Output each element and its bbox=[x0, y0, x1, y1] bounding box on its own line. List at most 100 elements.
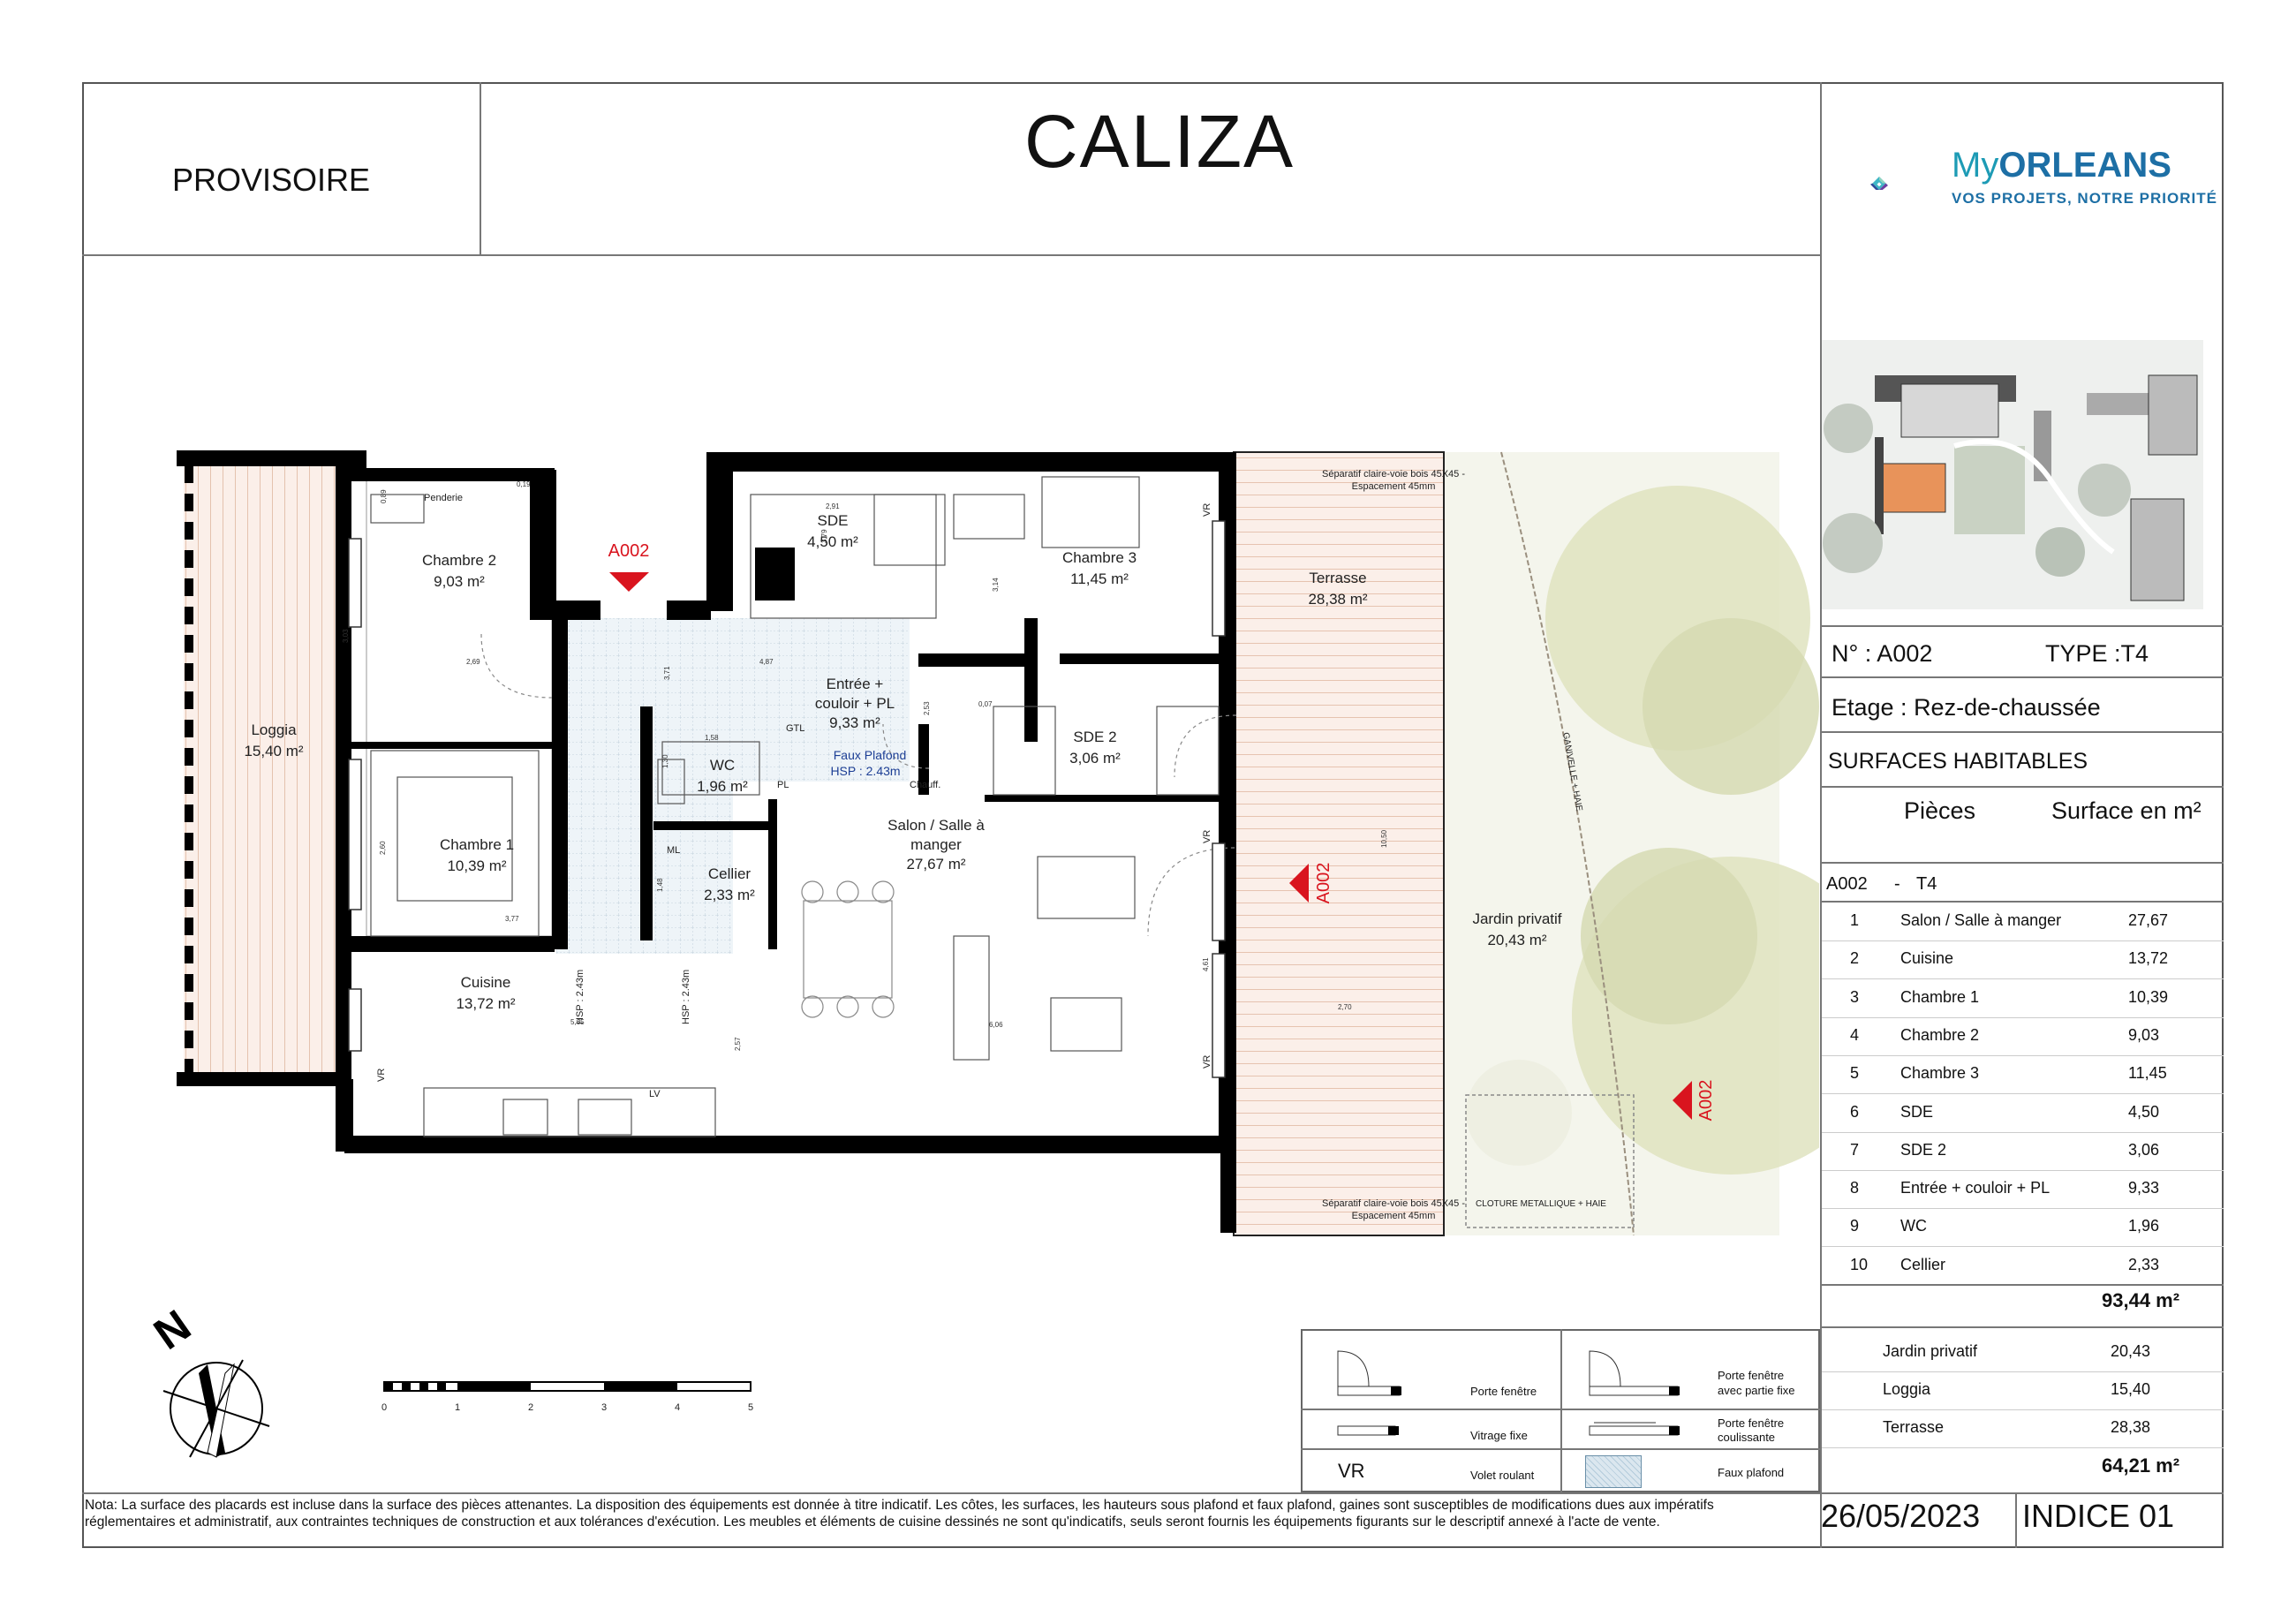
room-area: 1,96 m² bbox=[697, 778, 748, 795]
dimension-label: 2,57 bbox=[734, 1037, 742, 1051]
vr-label: VR bbox=[1202, 1055, 1212, 1069]
legend-divider bbox=[1560, 1329, 1562, 1492]
room-row-name: Chambre 3 bbox=[1900, 1064, 1980, 1083]
room-label: Jardin privatif bbox=[1472, 910, 1561, 927]
room-label: SDE bbox=[818, 512, 849, 529]
table-row-divider bbox=[1822, 1131, 2224, 1133]
section-marker-label: A002 bbox=[1314, 863, 1333, 904]
floor-plan: A002 A002 A002 Chambre 2 9,03 m² Chambre… bbox=[145, 450, 1819, 1458]
sidebar-line bbox=[1822, 862, 2224, 864]
legend-vr: VR bbox=[1338, 1460, 1365, 1482]
legend-vitrage-fixe: Vitrage fixe bbox=[1470, 1429, 1528, 1442]
lot-type-short: T4 bbox=[1916, 874, 1937, 894]
dimension-label: 4,61 bbox=[1202, 957, 1210, 971]
total-exterior: 64,21 m² bbox=[2102, 1454, 2180, 1477]
table-row-divider bbox=[1822, 940, 2224, 941]
dimension-label: 0,07 bbox=[978, 700, 993, 708]
room-label: Salon / Salle à bbox=[887, 817, 985, 834]
room-row-name: Chambre 1 bbox=[1900, 987, 1980, 1006]
col-area-header: Surface en m² bbox=[2051, 797, 2202, 824]
room-row-num: 2 bbox=[1850, 949, 1860, 968]
section-marker-label: A002 bbox=[608, 541, 650, 561]
sidebar-line bbox=[1822, 676, 2224, 678]
north-label: N bbox=[145, 1300, 200, 1359]
dimension-label: 0,19 bbox=[517, 480, 531, 488]
room-area: 2,33 m² bbox=[704, 887, 755, 903]
dimension-label: 1,30 bbox=[661, 754, 669, 768]
room-area: 4,50 m² bbox=[807, 533, 858, 550]
dimension-label: 3,77 bbox=[505, 915, 519, 923]
vitrage-fixe-icon bbox=[1337, 1425, 1399, 1436]
lv-label: LV bbox=[649, 1089, 661, 1099]
dimension-label: 0,89 bbox=[380, 489, 388, 503]
exterior-row-area: 20,43 bbox=[2111, 1342, 2151, 1360]
room-area: 20,43 m² bbox=[1487, 932, 1546, 948]
room-row-area: 13,72 bbox=[2128, 949, 2169, 968]
dimension-label: 5,65 bbox=[570, 1018, 585, 1026]
legend-divider bbox=[1301, 1448, 1820, 1450]
footer-divider bbox=[82, 1492, 2224, 1494]
hsp-label: HSP : 2.43m bbox=[830, 764, 900, 778]
room-row-num: 7 bbox=[1850, 1140, 1860, 1159]
brand-tagline: VOS PROJETS, NOTRE PRIORITÉ bbox=[1952, 190, 2217, 207]
section-markers bbox=[609, 572, 1692, 1120]
room-row-area: 9,03 bbox=[2128, 1025, 2160, 1044]
room-row-num: 9 bbox=[1850, 1217, 1860, 1235]
table-row-divider bbox=[1822, 1447, 2224, 1448]
table-row-divider bbox=[1822, 1016, 2224, 1018]
vr-label: VR bbox=[1202, 830, 1212, 843]
room-row-name: SDE 2 bbox=[1900, 1140, 1947, 1159]
legend-faux-plafond: Faux plafond bbox=[1718, 1466, 1785, 1479]
room-area: 9,03 m² bbox=[434, 573, 485, 590]
footer-date-divider bbox=[2015, 1492, 2017, 1548]
room-row-num: 3 bbox=[1850, 987, 1860, 1006]
hsp-vertical-label: HSP : 2.43m bbox=[575, 970, 585, 1024]
room-row-num: 8 bbox=[1850, 1179, 1860, 1197]
sheet-indice: INDICE 01 bbox=[2022, 1498, 2175, 1534]
lot-sep: - bbox=[1894, 874, 1900, 894]
room-row-name: SDE bbox=[1900, 1102, 1934, 1121]
faux-plafond-label: Faux Plafond bbox=[834, 748, 907, 762]
room-area: 13,72 m² bbox=[456, 995, 515, 1012]
legend-porte-fenetre-fixe: Porte fenêtre bbox=[1718, 1369, 1785, 1382]
room-row-area: 11,45 bbox=[2128, 1064, 2167, 1083]
separatif-label: Séparatif claire-voie bois 45X45 - bbox=[1322, 1198, 1465, 1209]
scale-bar bbox=[383, 1381, 751, 1392]
room-row-num: 6 bbox=[1850, 1102, 1860, 1121]
table-row-divider bbox=[1822, 1054, 2224, 1056]
porte-fenetre-fixe-icon bbox=[1589, 1350, 1680, 1396]
room-area: 11,45 m² bbox=[1070, 570, 1129, 587]
room-label: Chambre 3 bbox=[1062, 549, 1137, 566]
room-area: 9,33 m² bbox=[829, 714, 880, 731]
dimension-label: 2,60 bbox=[379, 841, 387, 855]
site-keymap bbox=[1822, 340, 2203, 609]
dimension-label: 2,70 bbox=[1338, 1003, 1352, 1011]
dimension-label: 2,69 bbox=[466, 658, 480, 666]
cloture-label: CLOTURE METALLIQUE + HAIE bbox=[1476, 1199, 1606, 1209]
exterior-row-area: 28,38 bbox=[2111, 1418, 2151, 1436]
separatif-label: Séparatif claire-voie bois 45X45 - bbox=[1322, 469, 1465, 480]
scale-tick-label: 0 bbox=[381, 1402, 387, 1413]
room-area: 10,39 m² bbox=[447, 857, 506, 874]
scale-tick-label: 5 bbox=[748, 1402, 753, 1413]
table-row-divider bbox=[1822, 978, 2224, 980]
room-row-name: Entrée + couloir + PL bbox=[1900, 1179, 2051, 1197]
room-row-name: Salon / Salle à manger bbox=[1900, 911, 2062, 929]
terrace-area bbox=[1233, 451, 1445, 1236]
legend-porte-fenetre: Porte fenêtre bbox=[1470, 1385, 1537, 1398]
chauff-label: Chauff. bbox=[910, 780, 940, 790]
scale-tick-label: 4 bbox=[675, 1402, 680, 1413]
header-left-divider bbox=[480, 82, 481, 255]
sidebar-line bbox=[1822, 625, 2224, 627]
legend-volet-roulant: Volet roulant bbox=[1470, 1469, 1535, 1482]
room-label: SDE 2 bbox=[1073, 729, 1116, 745]
room-label: Terrasse bbox=[1309, 570, 1366, 586]
total-habitable: 93,44 m² bbox=[2102, 1289, 2180, 1311]
dimension-label: 4,87 bbox=[759, 658, 774, 666]
room-row-area: 9,33 bbox=[2128, 1179, 2160, 1197]
section-marker-label: A002 bbox=[1696, 1080, 1716, 1122]
room-label: Chambre 1 bbox=[440, 836, 514, 853]
room-area: 28,38 m² bbox=[1308, 591, 1367, 608]
room-row-name: WC bbox=[1900, 1217, 1927, 1235]
dimension-label: 1,58 bbox=[705, 734, 719, 742]
